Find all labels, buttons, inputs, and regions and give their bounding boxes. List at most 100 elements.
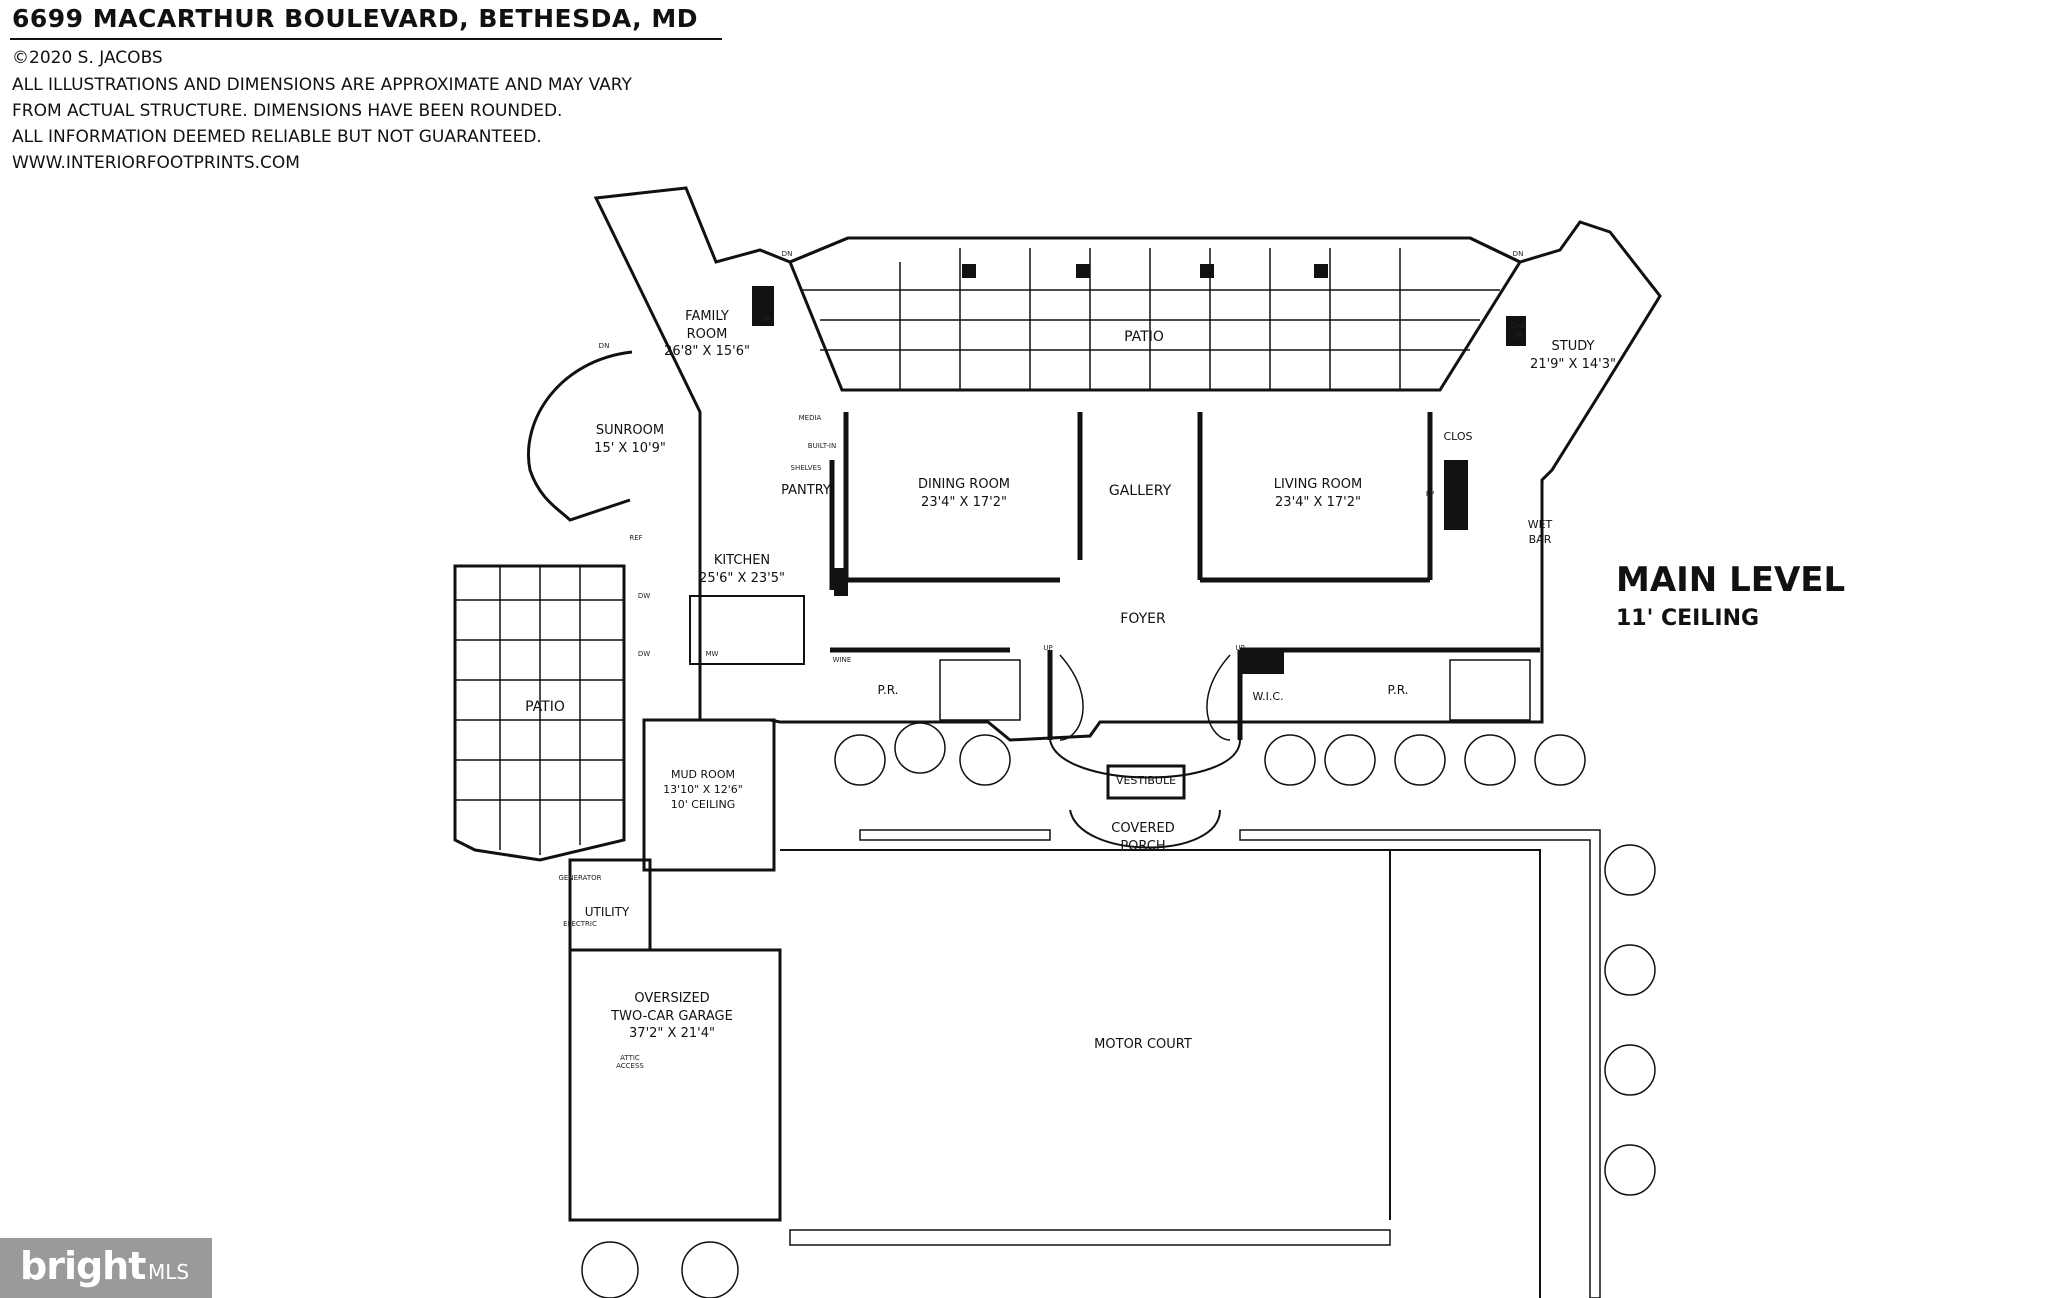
stair-right xyxy=(1206,654,1231,741)
stair-service xyxy=(939,659,1021,721)
ref-label: REF xyxy=(629,534,643,542)
motor-court-label: MOTOR COURT xyxy=(1094,1037,1192,1052)
fireplace xyxy=(1506,316,1526,346)
dn-label-sunroom: DN xyxy=(598,342,610,350)
living-room-dims: 23'4" X 17'2" xyxy=(1275,494,1361,510)
mls-logo-text: MLS xyxy=(148,1260,190,1284)
sunroom-label: SUNROOM 15' X 10'9" xyxy=(594,422,666,457)
mud-room-outline xyxy=(642,718,776,872)
up-label-left: UP xyxy=(1043,644,1053,652)
study-label: STUDY 21'9" X 14'3" xyxy=(1530,338,1616,373)
up-label-right: UP xyxy=(1235,644,1245,652)
wet-bar-name1: WET xyxy=(1527,518,1553,531)
tree xyxy=(681,1241,739,1298)
shelves-label: SHELVES xyxy=(790,464,822,472)
foyer-label: FOYER xyxy=(1120,611,1166,627)
tree xyxy=(1534,734,1586,786)
living-room-label: LIVING ROOM 23'4" X 17'2" xyxy=(1274,476,1362,511)
disclaimer-line-2: FROM ACTUAL STRUCTURE. DIMENSIONS HAVE B… xyxy=(12,101,563,121)
generator-label: GENERATOR xyxy=(558,874,602,882)
utility-label: UTILITY xyxy=(584,905,630,919)
mud-room-name: MUD ROOM xyxy=(671,768,735,781)
disclaimer-line-3: ALL INFORMATION DEEMED RELIABLE BUT NOT … xyxy=(12,127,542,147)
title-underline xyxy=(10,38,722,40)
dn-label-study: DN xyxy=(1512,250,1524,258)
tree xyxy=(1394,734,1446,786)
garage-label: OVERSIZED TWO-CAR GARAGE 37'2" X 21'4" xyxy=(611,990,733,1043)
hedge xyxy=(789,1229,1391,1246)
tree xyxy=(1604,1144,1656,1196)
patio-left-label: PATIO xyxy=(525,699,565,715)
garage-dims: 37'2" X 21'4" xyxy=(629,1026,715,1042)
vestibule-outline xyxy=(1106,764,1186,800)
kitchen-label: KITCHEN 25'6" X 23'5" xyxy=(699,552,785,587)
powder-room-right-label: P.R. xyxy=(1387,683,1409,697)
fireplace xyxy=(752,286,774,326)
covered-porch-name2: PORCH xyxy=(1120,838,1166,854)
fireplace xyxy=(1444,460,1468,530)
tree xyxy=(894,722,946,774)
attic-label-1: ATTIC xyxy=(620,1054,640,1062)
dining-room-label: DINING ROOM 23'4" X 17'2" xyxy=(918,476,1010,511)
built-in-label: BUILT-IN xyxy=(807,442,837,450)
level-ceiling: 11' CEILING xyxy=(1616,606,1760,631)
fp-living-label: FP xyxy=(1425,490,1435,498)
powder-room-left-label: P.R. xyxy=(877,683,899,697)
garage-outline xyxy=(568,948,782,1222)
study-dims: 21'9" X 14'3" xyxy=(1530,356,1616,372)
gas-fp-label-1: GAS xyxy=(1510,322,1526,330)
tree xyxy=(1604,1044,1656,1096)
covered-porch-name1: COVERED xyxy=(1111,821,1175,836)
disclaimer-line-1: ALL ILLUSTRATIONS AND DIMENSIONS ARE APP… xyxy=(12,75,632,95)
dw-label-2: DW xyxy=(637,650,651,658)
exterior-wall xyxy=(593,186,1662,742)
hedge xyxy=(859,829,1051,841)
patio-left-outline xyxy=(453,564,626,862)
dn-label-family: DN xyxy=(781,250,793,258)
mud-room-dims: 13'10" X 12'6" xyxy=(663,782,743,796)
tree xyxy=(959,734,1011,786)
bright-logo-text: bright xyxy=(20,1244,146,1288)
living-room-name: LIVING ROOM xyxy=(1273,477,1363,492)
kitchen-name: KITCHEN xyxy=(713,553,771,568)
study-name: STUDY xyxy=(1551,339,1595,354)
gas-fp-label-2: FP xyxy=(1513,332,1523,340)
closet-label: CLOS xyxy=(1443,430,1473,443)
covered-porch-outline xyxy=(1069,809,1221,849)
wine-label: WINE xyxy=(832,656,852,664)
electric-label: ELECTRIC xyxy=(563,920,597,928)
kitchen-island xyxy=(689,595,805,665)
tree xyxy=(1264,734,1316,786)
family-room-label: FAMILY ROOM 26'8" X 15'6" xyxy=(664,308,750,361)
pantry-label: PANTRY xyxy=(781,483,831,498)
garage-name1: OVERSIZED xyxy=(634,991,710,1006)
vestibule-label: VESTIBULE xyxy=(1115,774,1177,787)
tree xyxy=(834,734,886,786)
media-label: MEDIA xyxy=(798,414,822,422)
tree xyxy=(1604,844,1656,896)
motor-court-outline xyxy=(780,849,1541,1298)
garage-name2: TWO-CAR GARAGE xyxy=(611,1008,733,1024)
walk-in-closet-label: W.I.C. xyxy=(1252,690,1284,703)
gallery-label: GALLERY xyxy=(1108,483,1172,499)
mud-room-ceiling: 10' CEILING xyxy=(670,797,736,811)
patio-top-outline xyxy=(788,236,1523,392)
wet-bar-label: WET BAR xyxy=(1528,518,1553,548)
family-room-name2: ROOM xyxy=(686,326,728,342)
family-room-name1: FAMILY xyxy=(685,309,729,324)
tree xyxy=(1464,734,1516,786)
wet-bar-name2: BAR xyxy=(1528,532,1552,546)
copyright: ©2020 S. JACOBS xyxy=(12,48,163,68)
fp-label: FP xyxy=(761,316,771,324)
attic-label-2: ACCESS xyxy=(616,1062,644,1070)
sunroom-wall xyxy=(527,350,633,522)
kitchen-dims: 25'6" X 23'5" xyxy=(699,570,785,586)
patio-top-label: PATIO xyxy=(1124,329,1164,345)
mw-label: MW xyxy=(705,650,719,658)
bright-mls-watermark: bright MLS xyxy=(0,1238,212,1298)
sunroom-dims: 15' X 10'9" xyxy=(594,440,666,456)
dining-room-name: DINING ROOM xyxy=(917,477,1011,492)
level-name: MAIN LEVEL xyxy=(1616,560,1846,600)
tree xyxy=(1324,734,1376,786)
